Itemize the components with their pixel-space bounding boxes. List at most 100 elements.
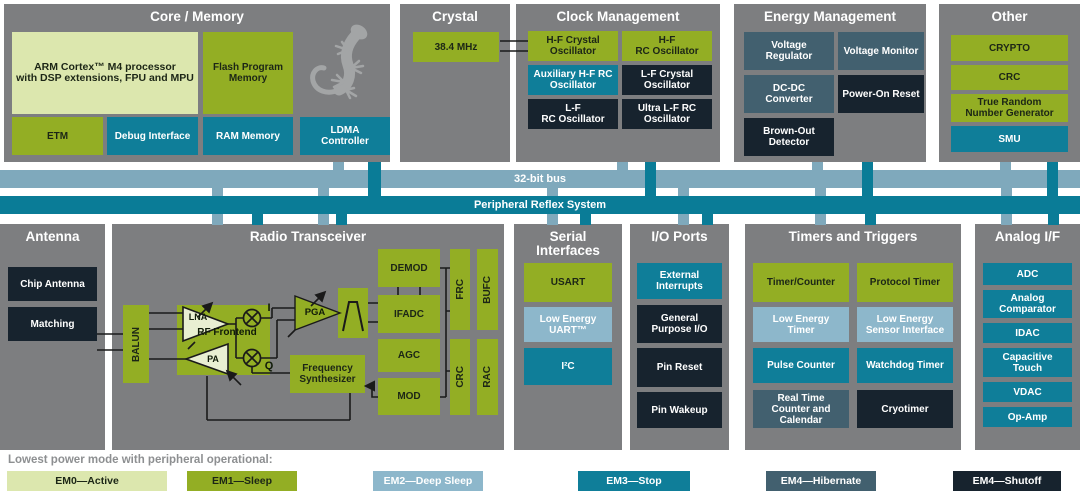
box-low-energy-uart: Low Energy UART™: [524, 307, 612, 342]
box-debug-interface: Debug Interface: [107, 117, 198, 155]
box-demod: DEMOD: [378, 249, 440, 287]
box-protocol-timer: Protocol Timer: [857, 263, 953, 302]
bus-stub: [336, 213, 347, 225]
bus-32bit: 32-bit bus: [0, 170, 1080, 188]
box-mod: MOD: [378, 378, 440, 415]
box-agc: AGC: [378, 339, 440, 372]
label-rf-frontend: RF Frontend: [197, 327, 257, 338]
block-crystal: Crystal 38.4 MHz: [400, 4, 510, 162]
label-mixer-i: I: [267, 302, 271, 314]
box-real-time-counter-calendar: Real Time Counter and Calendar: [753, 390, 849, 428]
box-crystal-frequency: 38.4 MHz: [413, 32, 499, 62]
block-energy-management: Energy Management Voltage Regulator Volt…: [734, 4, 926, 162]
block-title: Other: [991, 9, 1028, 24]
bus-stub: [368, 162, 381, 196]
gecko-logo-icon: [310, 24, 368, 100]
box-matching: Matching: [8, 307, 97, 341]
box-low-energy-timer: Low Energy Timer: [753, 307, 849, 342]
box-true-random-number-generator: True Random Number Generator: [951, 94, 1068, 122]
box-watchdog-timer: Watchdog Timer: [857, 348, 953, 383]
box-ram-memory: RAM Memory: [203, 117, 293, 155]
box-crc-radio: CRC: [450, 339, 470, 415]
bus-stub: [580, 213, 591, 225]
box-capacitive-touch: Capacitive Touch: [983, 348, 1072, 377]
block-title: Core / Memory: [150, 9, 244, 24]
block-core-memory: Core / Memory ARM Cortex™ M4 processor w…: [4, 4, 390, 162]
legend-em1-sleep: EM1—Sleep: [187, 471, 297, 491]
box-adc: ADC: [983, 263, 1072, 285]
block-title: Radio Transceiver: [249, 229, 367, 244]
box-timer-counter: Timer/Counter: [753, 263, 849, 302]
box-smu: SMU: [951, 126, 1068, 152]
box-dcdc-converter: DC-DC Converter: [744, 75, 834, 113]
block-antenna: Antenna Chip Antenna Matching: [0, 224, 105, 450]
block-clock-management: Clock Management H-F Crystal Oscillator …: [516, 4, 720, 162]
block-serial-interfaces: Serial Interfaces USART Low Energy UART™…: [514, 224, 622, 450]
box-pin-wakeup: Pin Wakeup: [637, 392, 722, 428]
box-bufc: BUFC: [477, 249, 498, 330]
block-title: I/O Ports: [651, 229, 708, 244]
legend-em0-active: EM0—Active: [7, 471, 167, 491]
bus-prs-label: Peripheral Reflex System: [473, 199, 607, 211]
bus-stub: [333, 162, 344, 171]
box-ldma-controller: LDMA Controller: [300, 117, 390, 155]
box-power-on-reset: Power-On Reset: [838, 75, 924, 113]
box-ultra-lf-rc-oscillator: Ultra L-F RC Oscillator: [622, 99, 712, 129]
bus-stub: [1047, 162, 1058, 196]
box-frequency-synthesizer: Frequency Synthesizer: [290, 355, 365, 393]
block-analog-if: Analog I/F ADC Analog Comparator IDAC Ca…: [975, 224, 1080, 450]
label-mixer-q: Q: [264, 360, 274, 372]
bus-peripheral-reflex: Peripheral Reflex System: [0, 196, 1080, 214]
block-io-ports: I/O Ports External Interrupts General Pu…: [630, 224, 729, 450]
box-external-interrupts: External Interrupts: [637, 263, 722, 299]
box-vdac: VDAC: [983, 382, 1072, 402]
box-op-amp: Op-Amp: [983, 407, 1072, 427]
block-title: Crystal: [432, 9, 478, 24]
bus-stub: [252, 213, 263, 225]
box-crypto: CRYPTO: [951, 35, 1068, 61]
box-chip-antenna: Chip Antenna: [8, 267, 97, 301]
box-usart: USART: [524, 263, 612, 302]
box-balun: BALUN: [123, 305, 149, 383]
block-title: Clock Management: [556, 9, 680, 24]
bus-stub: [862, 162, 873, 196]
box-pulse-counter: Pulse Counter: [753, 348, 849, 383]
block-title: Antenna: [25, 229, 80, 244]
box-cryotimer: Cryotimer: [857, 390, 953, 428]
bus-stub: [812, 162, 823, 171]
block-radio-transceiver: Radio Transceiver BALUN Frequency Synthe…: [112, 224, 504, 450]
bus-stub: [1000, 162, 1011, 171]
bus-stub: [617, 162, 628, 171]
bus-stub: [865, 213, 876, 225]
box-voltage-regulator: Voltage Regulator: [744, 32, 834, 70]
bus-stub: [645, 162, 656, 196]
legend-caption: Lowest power mode with peripheral operat…: [8, 454, 273, 466]
block-title: Energy Management: [763, 9, 897, 24]
legend-em3-stop: EM3—Stop: [578, 471, 690, 491]
box-if-filter: [338, 288, 368, 338]
box-lf-crystal-oscillator: L-F Crystal Oscillator: [622, 65, 712, 95]
box-i2c: I²C: [524, 348, 612, 385]
box-voltage-monitor: Voltage Monitor: [838, 32, 924, 70]
block-title: Timers and Triggers: [788, 229, 918, 244]
label-lna: LNA: [188, 312, 208, 322]
box-hf-crystal-oscillator: H-F Crystal Oscillator: [528, 31, 618, 61]
block-other: Other CRYPTO CRC True Random Number Gene…: [939, 4, 1080, 162]
box-etm: ETM: [12, 117, 103, 155]
bus-stub: [1048, 213, 1059, 225]
box-brown-out-detector: Brown-Out Detector: [744, 118, 834, 156]
box-arm-cortex-m4: ARM Cortex™ M4 processor with DSP extens…: [12, 32, 198, 114]
box-low-energy-sensor-interface: Low Energy Sensor Interface: [857, 307, 953, 342]
box-crc: CRC: [951, 65, 1068, 90]
legend-em2-deep-sleep: EM2—Deep Sleep: [373, 471, 483, 491]
label-pa: PA: [207, 354, 219, 364]
box-ifadc: IFADC: [378, 295, 440, 333]
legend-em4-shutoff: EM4—Shutoff: [953, 471, 1061, 491]
box-frc: FRC: [450, 249, 470, 330]
block-title: Serial Interfaces: [536, 229, 600, 258]
box-pin-reset: Pin Reset: [637, 348, 722, 387]
box-rac: RAC: [477, 339, 498, 415]
box-idac: IDAC: [983, 323, 1072, 343]
block-title: Analog I/F: [994, 229, 1061, 244]
